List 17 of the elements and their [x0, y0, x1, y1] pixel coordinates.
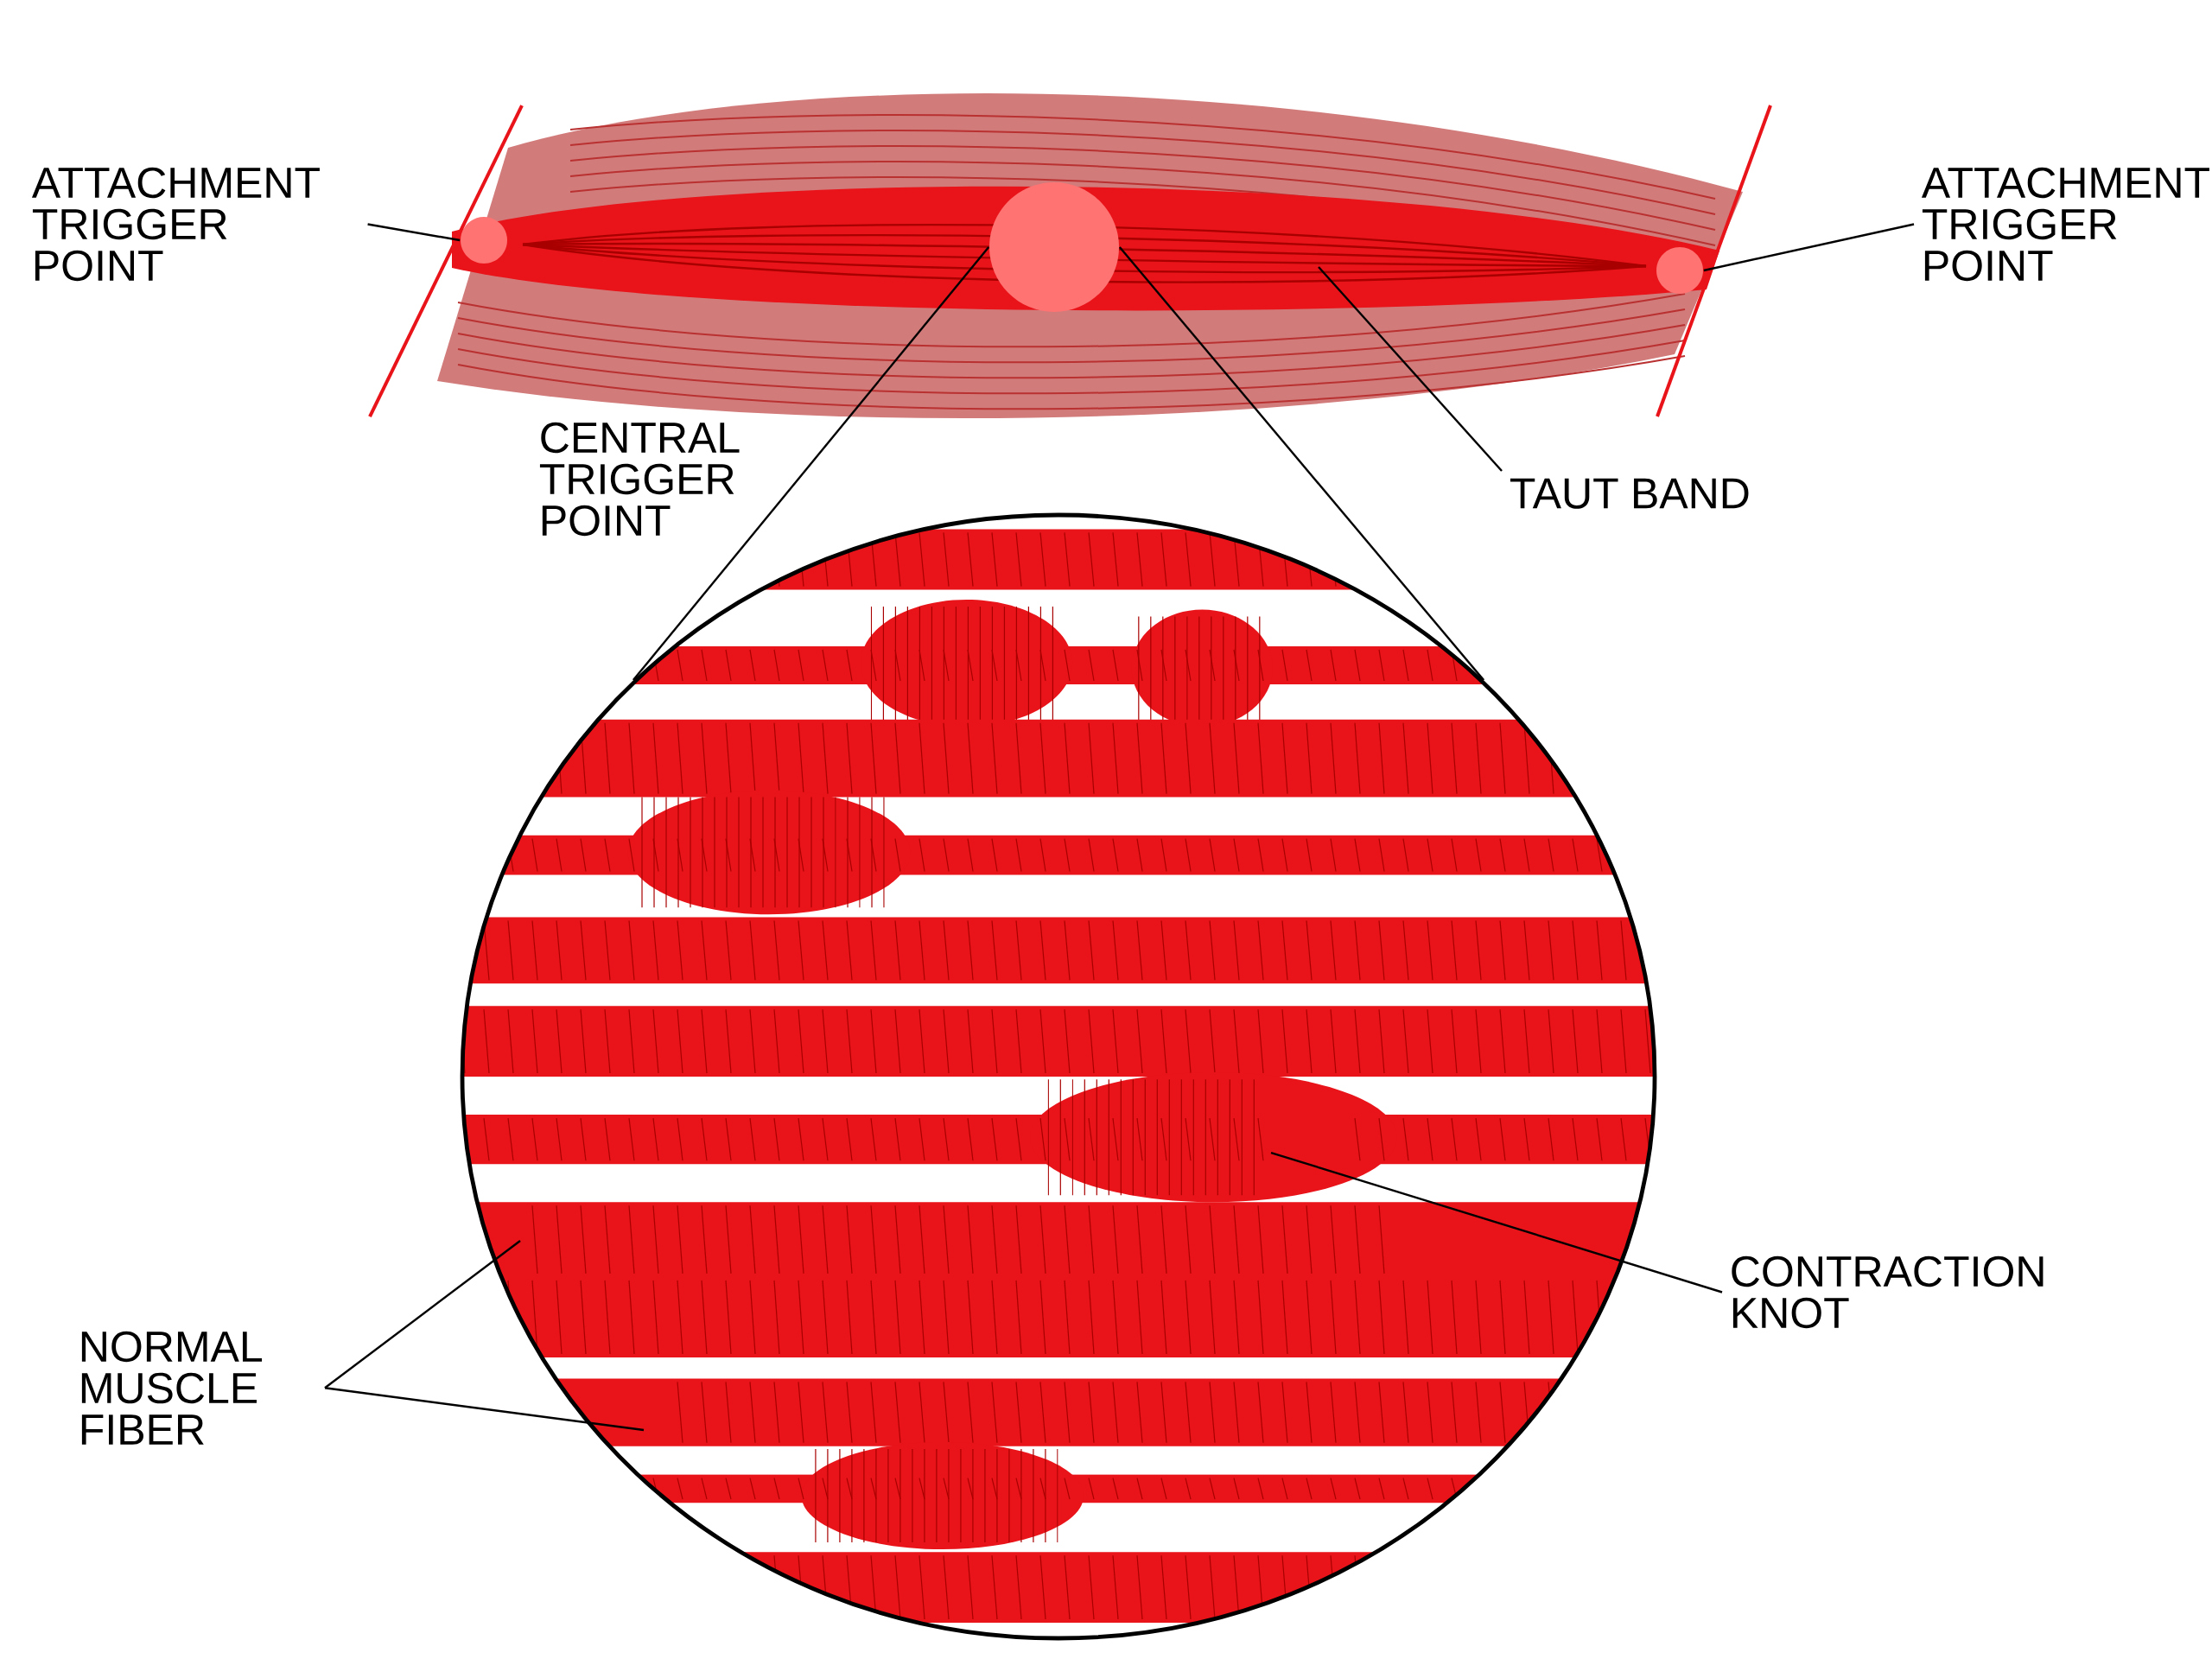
label-text: CONTRACTION KNOT [1732, 1255, 2044, 1329]
leader-line [324, 1240, 521, 1389]
trigger-point-circle [989, 182, 1119, 312]
leader-line [324, 1387, 645, 1432]
trigger-point-circle [1656, 247, 1703, 294]
label-text: TAUT BAND [1510, 478, 1749, 509]
zoom-line [1118, 246, 1485, 681]
leader-line [1270, 1151, 1723, 1294]
label-text: ATTACHMENT TRIGGER POINT [1921, 167, 2209, 282]
leader-line [367, 223, 461, 242]
leader-line [1703, 223, 1915, 272]
label-text: ATTACHMENT TRIGGER POINT [31, 167, 320, 282]
trigger-point-circle [461, 217, 507, 264]
label-text: NORMAL MUSCLE FIBER [81, 1331, 263, 1445]
leader-line [1318, 266, 1503, 472]
zoom-line [632, 246, 990, 681]
label-text: CENTRAL TRIGGER POINT [539, 422, 740, 537]
